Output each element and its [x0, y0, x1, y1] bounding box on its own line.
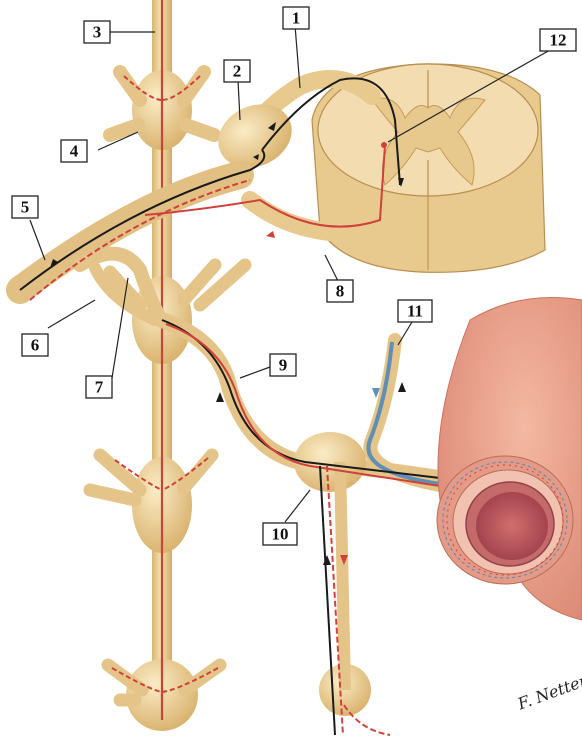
- label-10: 10: [263, 523, 297, 545]
- svg-text:2: 2: [233, 62, 242, 81]
- label-6: 6: [22, 334, 48, 356]
- label-12: 12: [540, 29, 576, 51]
- svg-text:8: 8: [336, 282, 345, 301]
- svg-text:1: 1: [292, 9, 301, 28]
- label-7: 7: [86, 376, 112, 398]
- label-11: 11: [398, 300, 432, 322]
- artist-signature: F. Netter M.D.: [514, 656, 582, 714]
- label-5: 5: [12, 196, 38, 218]
- svg-text:4: 4: [70, 142, 79, 161]
- svg-text:F. Netter M.D.: F. Netter M.D.: [514, 656, 582, 714]
- label-9: 9: [270, 354, 296, 376]
- svg-text:12: 12: [550, 31, 567, 50]
- label-2: 2: [224, 60, 250, 82]
- svg-text:11: 11: [407, 302, 423, 321]
- label-8: 8: [327, 280, 353, 302]
- label-3: 3: [84, 21, 110, 43]
- label-1: 1: [283, 7, 309, 29]
- svg-text:7: 7: [95, 378, 104, 397]
- intestine: [437, 298, 582, 621]
- gut-lumen: [476, 492, 548, 560]
- svg-text:3: 3: [93, 23, 102, 42]
- svg-text:5: 5: [21, 198, 30, 217]
- svg-text:10: 10: [272, 525, 289, 544]
- svg-text:9: 9: [279, 356, 288, 375]
- svg-text:6: 6: [31, 336, 40, 355]
- label-4: 4: [61, 140, 87, 162]
